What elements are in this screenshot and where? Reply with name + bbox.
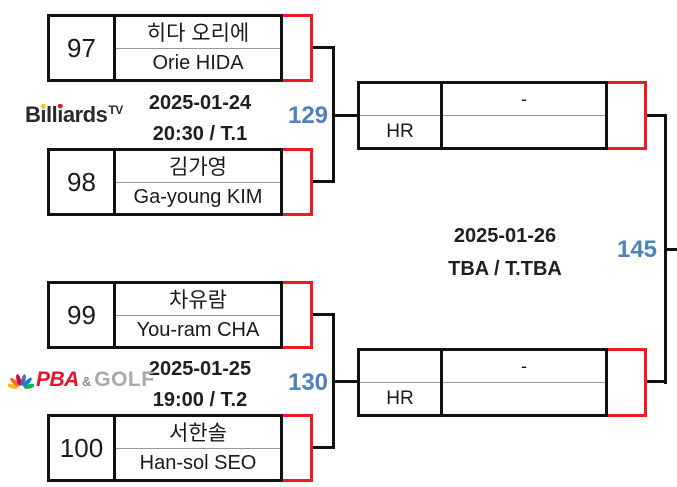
seed-number: 98 xyxy=(47,148,113,216)
score-cell xyxy=(608,81,647,150)
bracket-connector xyxy=(664,248,677,251)
match-date: 2025-01-25 xyxy=(148,358,252,380)
pba-golf-logo: PBA & GOLF xyxy=(8,368,155,392)
bracket-connector xyxy=(332,380,357,383)
player-names: 차유람 You-ram CHA xyxy=(113,281,283,349)
bracket-connector xyxy=(332,114,357,117)
match-number-130: 130 xyxy=(287,369,329,396)
bracket-connector xyxy=(313,180,335,183)
pba-wordmark: PBA xyxy=(36,368,79,391)
match-date: 2025-01-26 xyxy=(453,225,557,247)
golf-wordmark: GOLF xyxy=(94,368,155,391)
match-schedule-sf1: 2025-01-24 20:30 / T.1 xyxy=(125,88,275,150)
match-time: TBA / T.TBA xyxy=(448,258,562,280)
hr-label-cell: HR xyxy=(357,348,440,417)
player-box-97: 97 히다 오리에 Orie HIDA xyxy=(47,14,313,82)
seed-number: 100 xyxy=(47,414,113,482)
player-name-en: Han-sol SEO xyxy=(139,452,257,475)
player-name-kr: 히다 오리에 xyxy=(116,17,280,49)
empty-cell xyxy=(360,351,440,383)
result-box-semifinal-2: HR - xyxy=(357,348,647,417)
bracket-connector xyxy=(313,46,335,49)
billiards-tv-logo: BilliardsTV xyxy=(25,97,123,128)
billiards-wordmark: Billiards xyxy=(25,102,108,128)
empty-cell xyxy=(443,116,605,147)
score-cell xyxy=(283,148,313,216)
hr-label: HR xyxy=(386,120,414,142)
player-name-en: Ga-young KIM xyxy=(133,186,263,209)
seed-number: 99 xyxy=(47,281,113,349)
bracket-connector xyxy=(647,114,667,117)
player-box-100: 100 서한솔 Han-sol SEO xyxy=(47,414,313,482)
player-names: 서한솔 Han-sol SEO xyxy=(113,414,283,482)
player-name-en: Orie HIDA xyxy=(152,52,244,75)
hr-label-cell: HR xyxy=(357,81,440,150)
player-box-98: 98 김가영 Ga-young KIM xyxy=(47,148,313,216)
match-date: 2025-01-24 xyxy=(148,92,252,114)
result-value: - xyxy=(443,351,605,383)
hr-value-cell: - xyxy=(440,348,608,417)
player-names: 히다 오리에 Orie HIDA xyxy=(113,14,283,82)
ampersand: & xyxy=(81,373,92,389)
match-schedule-sf2: 2025-01-25 19:00 / T.2 xyxy=(125,354,275,416)
result-value: - xyxy=(443,84,605,116)
match-time: 19:00 / T.2 xyxy=(152,389,248,411)
player-name-kr: 차유람 xyxy=(116,284,280,316)
player-name-en: You-ram CHA xyxy=(136,319,260,342)
score-cell xyxy=(283,414,313,482)
match-time: 20:30 / T.1 xyxy=(152,123,248,145)
result-box-semifinal-1: HR - xyxy=(357,81,647,150)
bracket-connector xyxy=(647,380,667,383)
bracket-connector xyxy=(313,446,335,449)
score-cell xyxy=(283,281,313,349)
empty-cell xyxy=(360,84,440,116)
seed-number: 97 xyxy=(47,14,113,82)
hr-value-cell: - xyxy=(440,81,608,150)
player-names: 김가영 Ga-young KIM xyxy=(113,148,283,216)
match-schedule-final: 2025-01-26 TBA / T.TBA xyxy=(420,220,590,286)
match-number-145: 145 xyxy=(616,236,658,263)
player-name-kr: 서한솔 xyxy=(116,417,280,449)
match-number-129: 129 xyxy=(287,102,329,129)
bracket-connector xyxy=(313,313,335,316)
hr-label: HR xyxy=(386,387,414,409)
peacock-icon xyxy=(8,373,34,389)
empty-cell xyxy=(443,383,605,414)
score-cell xyxy=(608,348,647,417)
player-box-99: 99 차유람 You-ram CHA xyxy=(47,281,313,349)
billiards-tv-superscript: TV xyxy=(108,103,123,117)
player-name-kr: 김가영 xyxy=(116,151,280,183)
score-cell xyxy=(283,14,313,82)
